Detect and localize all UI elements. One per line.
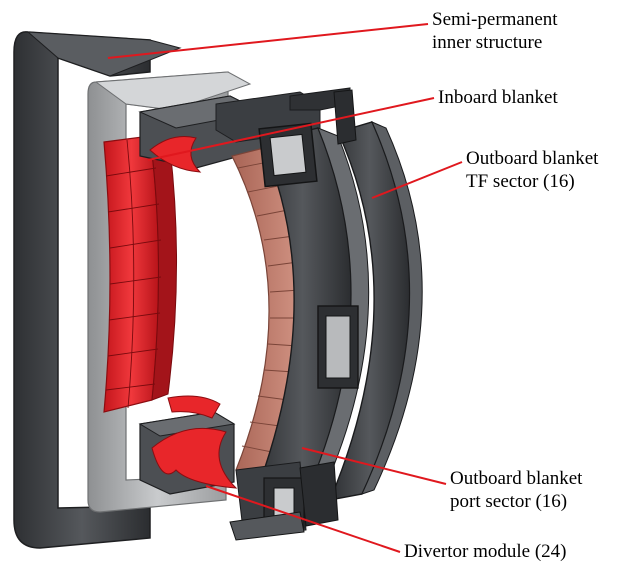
inboard-blanket-body [103, 135, 160, 413]
upper-port-opening [269, 133, 307, 177]
leader-semi-permanent [107, 23, 429, 59]
outer-frame-top-face [26, 31, 182, 77]
label-outboard-blanket-port-sector: Outboard blanket port sector (16) [450, 467, 582, 513]
leader-outboard-port [301, 447, 447, 485]
label-outboard-blanket-tf-sector: Outboard blanket TF sector (16) [466, 147, 598, 193]
inboard-blanket [103, 135, 178, 413]
label-divertor-module: Divertor module (24) [404, 540, 567, 563]
outer-frame-dark [13, 31, 151, 549]
label-line: Semi-permanent [432, 9, 558, 30]
outboard-blanket-port-sector [252, 122, 370, 499]
mid-port-opening [325, 315, 351, 379]
divertor-module [138, 395, 339, 541]
label-line: Divertor module (24) [404, 541, 567, 562]
inboard-blanket-side [149, 135, 178, 401]
inner-frame-top-face [94, 71, 252, 111]
label-line: inner structure [432, 32, 543, 53]
label-inboard-blanket: Inboard blanket [438, 86, 558, 109]
leader-divertor [205, 485, 401, 553]
leader-outboard-tf [371, 161, 463, 199]
leader-lines [107, 23, 463, 553]
label-line: Outboard blanket [450, 468, 583, 489]
label-semi-permanent-inner-structure: Semi-permanent inner structure [432, 8, 558, 54]
inboard-blanket-tile-grid [105, 139, 162, 409]
label-line: Outboard blanket [466, 148, 599, 169]
divertor-red-cassette [151, 427, 238, 489]
label-line: TF sector (16) [466, 171, 575, 192]
label-line: port sector (16) [450, 491, 568, 512]
label-line: Inboard blanket [438, 87, 558, 108]
leader-inboard-blanket [147, 97, 435, 161]
tf-sector-edge [361, 121, 423, 495]
